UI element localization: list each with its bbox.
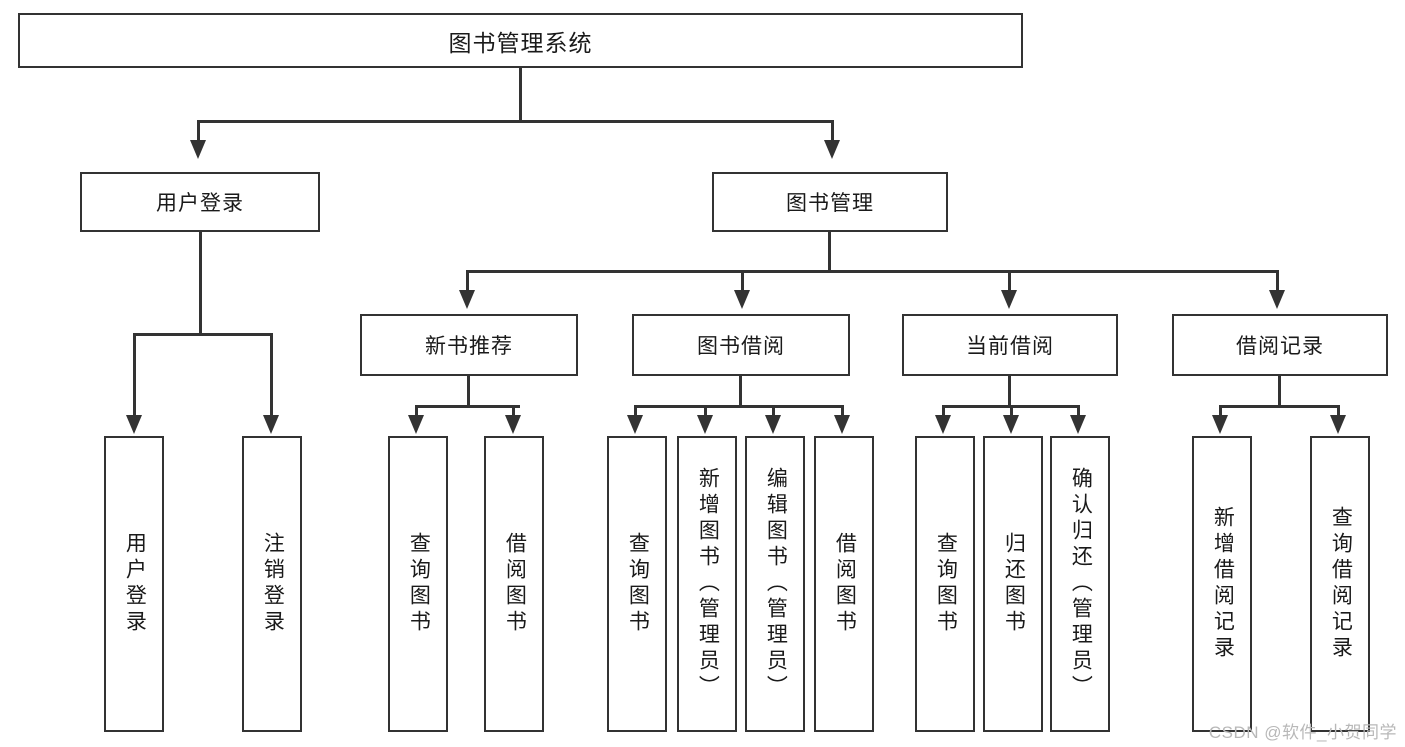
leaf-query-book-borrow[interactable]: 查询图书 (607, 436, 667, 732)
node-label: 新书推荐 (425, 335, 513, 358)
connector-borrow-record-stem (1278, 376, 1281, 407)
node-user-login[interactable]: 用户登录 (80, 172, 320, 232)
node-book-management[interactable]: 图书管理 (712, 172, 948, 232)
arrowhead-cb-leaf-2 (1003, 415, 1019, 434)
arrowhead-bm-to-book-borrow (734, 290, 750, 309)
connector-bm-branch-new-books (466, 270, 469, 292)
node-label: 用户登录 (156, 192, 244, 215)
leaf-query-borrow-record[interactable]: 查询借阅记录 (1310, 436, 1370, 732)
leaf-query-book-newbooks[interactable]: 查询图书 (388, 436, 448, 732)
connector-book-management-bus (466, 270, 1278, 273)
leaf-label: 借阅图书 (503, 532, 527, 636)
arrowhead-bm-to-borrow-record (1269, 290, 1285, 309)
connector-bm-branch-book-borrow (741, 270, 744, 292)
connector-book-management-stem (828, 232, 831, 272)
arrowhead-bb-leaf-4 (834, 415, 850, 434)
connector-bm-branch-borrow-record (1276, 270, 1279, 292)
arrowhead-cb-leaf-3 (1070, 415, 1086, 434)
connector-user-login-stem (199, 232, 202, 335)
leaf-label: 查询借阅记录 (1329, 506, 1353, 662)
leaf-label: 归还图书 (1002, 532, 1026, 636)
connector-new-books-stem (467, 376, 470, 407)
arrowhead-br-leaf-1 (1212, 415, 1228, 434)
leaf-borrow-book-newbooks[interactable]: 借阅图书 (484, 436, 544, 732)
node-label: 借阅记录 (1236, 335, 1324, 358)
leaf-add-book-admin[interactable]: 新增图书（管理员） (677, 436, 737, 732)
connector-current-borrow-stem (1008, 376, 1011, 407)
leaf-query-book-current[interactable]: 查询图书 (915, 436, 975, 732)
connector-book-borrow-stem (739, 376, 742, 407)
arrowhead-user-login-leaf-2 (263, 415, 279, 434)
leaf-borrow-book[interactable]: 借阅图书 (814, 436, 874, 732)
leaf-confirm-return-admin[interactable]: 确认归还（管理员） (1050, 436, 1110, 732)
connector-borrow-record-bus (1219, 405, 1339, 408)
connector-root-to-user-login (197, 120, 200, 142)
connector-new-books-bus (415, 405, 520, 408)
node-book-borrow[interactable]: 图书借阅 (632, 314, 850, 376)
connector-bb-branch-2 (704, 405, 707, 417)
leaf-add-borrow-record[interactable]: 新增借阅记录 (1192, 436, 1252, 732)
arrowhead-bm-to-current-borrow (1001, 290, 1017, 309)
arrowhead-bb-leaf-1 (627, 415, 643, 434)
connector-root-to-book-management (831, 120, 834, 142)
arrowhead-user-login-leaf-1 (126, 415, 142, 434)
arrowhead-new-books-leaf-1 (408, 415, 424, 434)
leaf-label: 确认归还（管理员） (1069, 467, 1093, 701)
connector-br-branch-1 (1219, 405, 1222, 417)
node-root-book-management-system[interactable]: 图书管理系统 (18, 13, 1023, 68)
leaf-logout[interactable]: 注销登录 (242, 436, 302, 732)
leaf-label: 注销登录 (261, 532, 285, 636)
node-label: 图书借阅 (697, 335, 785, 358)
leaf-label: 查询图书 (934, 532, 958, 636)
connector-user-login-branch-2 (270, 333, 273, 418)
node-borrow-record[interactable]: 借阅记录 (1172, 314, 1388, 376)
node-label: 图书管理 (786, 192, 874, 215)
arrowhead-new-books-leaf-2 (505, 415, 521, 434)
arrowhead-root-to-book-management (824, 140, 840, 159)
leaf-label: 用户登录 (123, 532, 147, 636)
connector-bb-branch-3 (772, 405, 775, 417)
connector-cb-branch-1 (942, 405, 945, 417)
connector-user-login-branch-1 (133, 333, 136, 418)
node-current-borrow[interactable]: 当前借阅 (902, 314, 1118, 376)
connector-root-stem (519, 68, 522, 120)
connector-bb-branch-1 (634, 405, 637, 417)
leaf-label: 编辑图书（管理员） (764, 467, 788, 701)
node-label: 图书管理系统 (448, 29, 593, 56)
connector-new-books-branch-1 (415, 405, 418, 417)
connector-user-login-bus (133, 333, 272, 336)
leaf-label: 查询图书 (407, 532, 431, 636)
connector-bb-branch-4 (841, 405, 844, 417)
connector-new-books-branch-2 (512, 405, 515, 417)
arrowhead-root-to-user-login (190, 140, 206, 159)
arrowhead-bm-to-new-books (459, 290, 475, 309)
leaf-label: 查询图书 (626, 532, 650, 636)
leaf-user-login[interactable]: 用户登录 (104, 436, 164, 732)
connector-cb-branch-2 (1010, 405, 1013, 417)
node-label: 当前借阅 (966, 335, 1054, 358)
connector-br-branch-2 (1337, 405, 1340, 417)
arrowhead-bb-leaf-2 (697, 415, 713, 434)
leaf-edit-book-admin[interactable]: 编辑图书（管理员） (745, 436, 805, 732)
connector-root-bus (197, 120, 834, 123)
node-new-book-recommend[interactable]: 新书推荐 (360, 314, 578, 376)
connector-book-borrow-bus (634, 405, 844, 408)
arrowhead-cb-leaf-1 (935, 415, 951, 434)
connector-bm-branch-current-borrow (1008, 270, 1011, 292)
arrowhead-bb-leaf-3 (765, 415, 781, 434)
leaf-label: 借阅图书 (833, 532, 857, 636)
connector-cb-branch-3 (1077, 405, 1080, 417)
leaf-return-book[interactable]: 归还图书 (983, 436, 1043, 732)
leaf-label: 新增图书（管理员） (696, 467, 720, 701)
arrowhead-br-leaf-2 (1330, 415, 1346, 434)
leaf-label: 新增借阅记录 (1211, 506, 1235, 662)
